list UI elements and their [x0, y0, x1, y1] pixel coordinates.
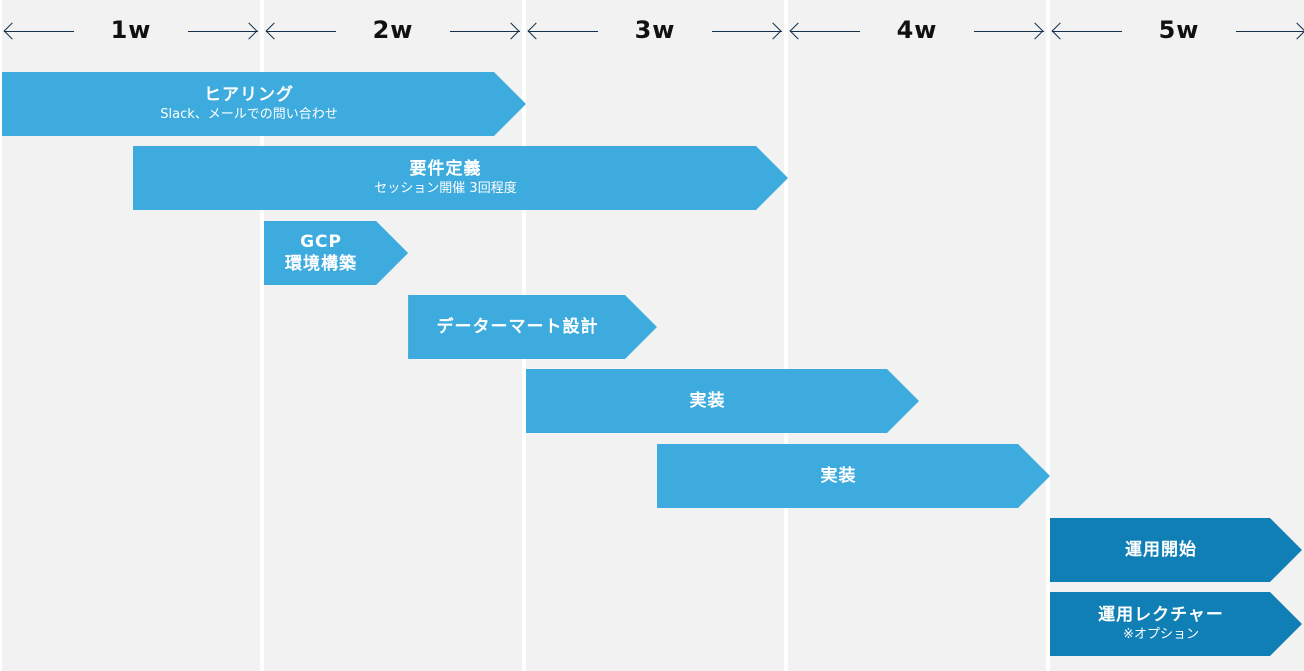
arrow-right-icon: [764, 22, 782, 40]
timeline-line-right: [974, 31, 1044, 32]
week-span-1: 1w: [2, 10, 260, 54]
arrow-left-icon: [265, 22, 283, 40]
task-bar: GCP 環境構築: [264, 221, 408, 285]
timeline-line-right: [450, 31, 520, 32]
timeline-line-left: [1052, 31, 1122, 32]
arrow-left-icon: [789, 22, 807, 40]
arrow-left-icon: [527, 22, 545, 40]
task-title: 運用レクチャー: [1098, 605, 1224, 625]
arrow-left-icon: [3, 22, 21, 40]
task-bar: ヒアリング Slack、メールでの問い合わせ: [2, 72, 526, 136]
week-label: 3w: [634, 16, 676, 44]
task-title: 実装: [689, 391, 726, 411]
task-title: データーマート設計: [436, 317, 599, 337]
week-label: 1w: [110, 16, 152, 44]
timeline-line-right: [1236, 31, 1304, 32]
timeline-line-left: [790, 31, 860, 32]
task-subtitle: ※オプション: [1123, 627, 1199, 642]
task-bar: 要件定義セッション開催 3回程度: [133, 146, 788, 210]
task-subtitle: Slack、メールでの問い合わせ: [160, 107, 338, 122]
week-label: 2w: [372, 16, 414, 44]
task-title: 実装: [820, 466, 857, 486]
week-span-3: 3w: [526, 10, 784, 54]
task-title: GCP 環境構築: [285, 232, 358, 274]
task-title: 要件定義: [409, 159, 482, 179]
arrow-right-icon: [240, 22, 258, 40]
task-bar: 実装: [657, 444, 1050, 508]
task-bar: 実装: [526, 369, 919, 433]
arrow-right-icon: [502, 22, 520, 40]
task-bar: データーマート設計: [408, 295, 657, 359]
task-bar: 運用開始: [1050, 518, 1302, 582]
timeline-line-right: [712, 31, 782, 32]
timeline-line-right: [188, 31, 258, 32]
task-subtitle: セッション開催 3回程度: [374, 181, 517, 196]
arrow-right-icon: [1288, 22, 1304, 40]
week-column-4: [788, 0, 1046, 671]
task-bar: 運用レクチャー ※オプション: [1050, 592, 1302, 656]
task-title: ヒアリング: [204, 85, 294, 105]
week-span-5: 5w: [1050, 10, 1304, 54]
timeline-line-left: [528, 31, 598, 32]
week-span-4: 4w: [788, 10, 1046, 54]
week-label: 4w: [896, 16, 938, 44]
timeline-line-left: [266, 31, 336, 32]
arrow-right-icon: [1026, 22, 1044, 40]
week-label: 5w: [1158, 16, 1200, 44]
arrow-left-icon: [1051, 22, 1069, 40]
week-span-2: 2w: [264, 10, 522, 54]
task-title: 運用開始: [1125, 540, 1197, 560]
timeline-line-left: [4, 31, 74, 32]
